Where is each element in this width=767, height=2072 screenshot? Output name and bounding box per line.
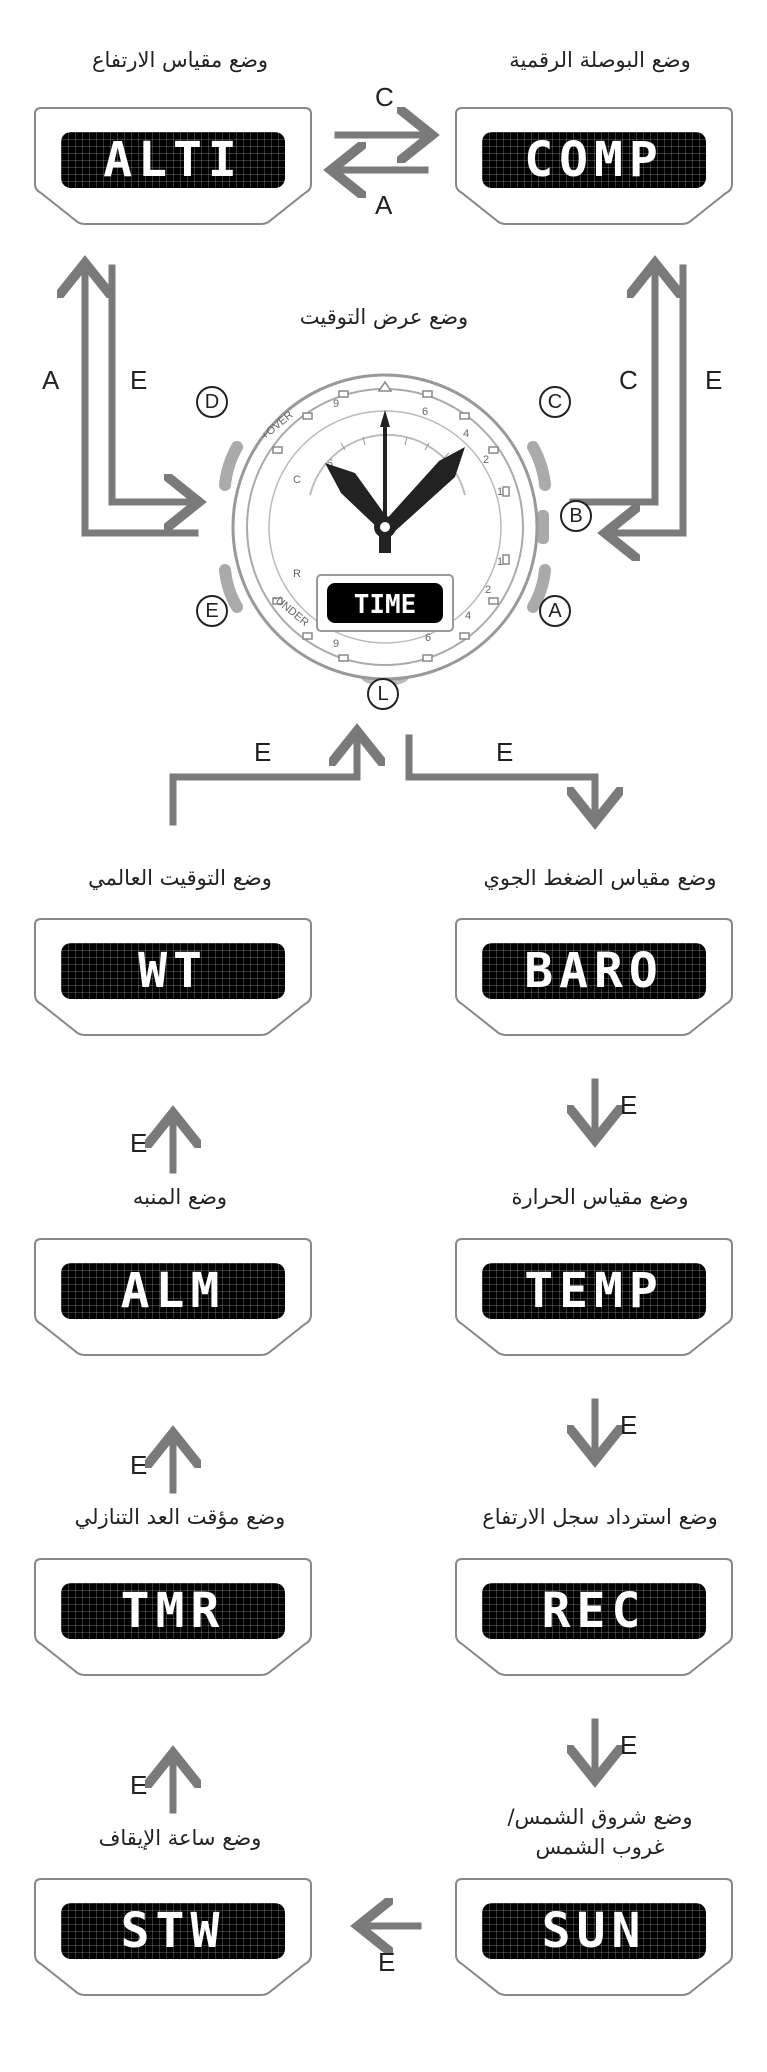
mode-title-wt: وضع التوقيت العالمي — [88, 866, 272, 890]
key-label-c: C — [375, 82, 394, 112]
lcd-text-tmr: TMR — [120, 1583, 226, 1639]
arrow-c-time-comp — [569, 270, 655, 506]
key-label-c: C — [619, 365, 638, 395]
side-button-c — [527, 441, 551, 491]
key-label-e: E — [130, 1770, 148, 1800]
lcd-screen — [61, 1903, 285, 1959]
mode-title-alm: وضع المنبه — [132, 1185, 228, 1209]
key-label-a: A — [375, 190, 393, 220]
mode-display-tmr: TMR — [33, 1557, 313, 1677]
arrow-e-alti-time — [108, 264, 192, 502]
mode-display-baro: BARO — [454, 917, 734, 1037]
mode-title-tmr: وضع مؤقت العد التنازلي — [74, 1505, 286, 1529]
mode-title-temp: وضع مقياس الحرارة — [511, 1185, 689, 1209]
side-button-b — [537, 510, 549, 544]
mode-title-sun-line1: وضع شروق الشمس/ — [507, 1805, 693, 1829]
lcd-screen — [61, 1583, 285, 1639]
button-b-label: B — [560, 500, 592, 532]
button-e-label: E — [196, 595, 228, 627]
key-label-e: E — [130, 1128, 148, 1158]
key-label-e: E — [496, 737, 514, 767]
mode-title-time: وضع عرض التوقيت — [299, 305, 469, 329]
lcd-screen — [61, 132, 285, 188]
button-a-label: A — [539, 595, 571, 627]
dial-number: 2 — [485, 584, 491, 596]
key-label-e: E — [620, 1730, 638, 1760]
side-button-d — [219, 441, 243, 491]
lcd-text-stw: STW — [120, 1903, 226, 1959]
dial-number: 1 — [497, 486, 503, 498]
minute-hand — [383, 447, 465, 533]
arrow-e-time-baro — [405, 734, 595, 815]
key-label-e: E — [620, 1410, 638, 1440]
lcd-screen — [482, 943, 706, 999]
key-label-e: E — [620, 1090, 638, 1120]
mode-display-stw: STW — [33, 1877, 313, 1997]
dial-c: C — [293, 474, 301, 486]
mode-display-temp: TEMP — [454, 1237, 734, 1357]
mode-title-baro: وضع مقياس الضغط الجوي — [483, 866, 717, 890]
button-l-label: L — [367, 678, 399, 710]
watch-illustration: 9 6 4 2 1 1 2 4 6 9 C R +OVER -UNDER 5 — [215, 355, 555, 695]
mode-display-rec: REC — [454, 1557, 734, 1677]
dial-r: R — [293, 568, 301, 580]
key-label-e: E — [705, 365, 723, 395]
second-hand — [380, 410, 390, 525]
lcd-screen — [482, 1583, 706, 1639]
dial-number: 6 — [422, 406, 428, 418]
mode-title-comp: وضع البوصلة الرقمية — [509, 48, 691, 72]
button-c-label: C — [539, 386, 571, 418]
key-label-a: A — [42, 365, 60, 395]
dial-number: 4 — [465, 610, 471, 622]
mode-display-alti: ALTI — [33, 106, 313, 226]
lcd-text-temp: TEMP — [524, 1263, 664, 1319]
mode-title-alti: وضع مقياس الارتفاع — [91, 48, 269, 72]
button-d-label: D — [196, 386, 228, 418]
lcd-screen — [482, 1263, 706, 1319]
dial-number: 1 — [497, 556, 503, 568]
dial-number: 9 — [333, 638, 339, 650]
watch-face: 9 6 4 2 1 1 2 4 6 9 C R +OVER -UNDER 5 — [219, 373, 551, 686]
mode-title-sun-line2: غروب الشمس — [535, 1835, 665, 1859]
lcd-text-wt: WT — [138, 943, 208, 999]
key-label-e: E — [130, 1450, 148, 1480]
arrow-e-wt-time — [169, 738, 357, 826]
dial-number: 6 — [425, 632, 431, 644]
arrow-e-comp-time — [612, 264, 687, 533]
dial-number: 9 — [333, 398, 339, 410]
dial-number: 4 — [463, 428, 469, 440]
key-label-e: E — [254, 737, 272, 767]
lcd-screen — [61, 1263, 285, 1319]
mode-title-rec: وضع استرداد سجل الارتفاع — [482, 1505, 718, 1529]
key-label-e: E — [378, 1947, 396, 1977]
lcd-screen — [61, 943, 285, 999]
mode-display-comp: COMP — [454, 106, 734, 226]
lcd-screen — [482, 1903, 706, 1959]
lcd-text-alm: ALM — [120, 1263, 226, 1319]
mode-title-stw: وضع ساعة الإيقاف — [98, 1826, 262, 1850]
dial-number: 2 — [483, 454, 489, 466]
lcd-text-comp: COMP — [524, 132, 664, 188]
dial-five: 5 — [327, 458, 333, 470]
side-button-e — [219, 564, 243, 613]
mode-display-wt: WT — [33, 917, 313, 1037]
lcd-text-rec: REC — [541, 1583, 647, 1639]
hour-hand — [325, 463, 391, 531]
watch-lcd-text: TIME — [354, 590, 417, 620]
mode-display-alm: ALM — [33, 1237, 313, 1357]
lcd-text-sun: SUN — [541, 1903, 647, 1959]
lcd-text-baro: BARO — [524, 943, 664, 999]
arrow-a-time-alti — [85, 270, 199, 537]
side-button-a — [527, 564, 551, 613]
key-label-e: E — [130, 365, 148, 395]
lcd-text-alti: ALTI — [103, 132, 243, 188]
mode-display-sun: SUN — [454, 1877, 734, 1997]
lcd-screen — [482, 132, 706, 188]
